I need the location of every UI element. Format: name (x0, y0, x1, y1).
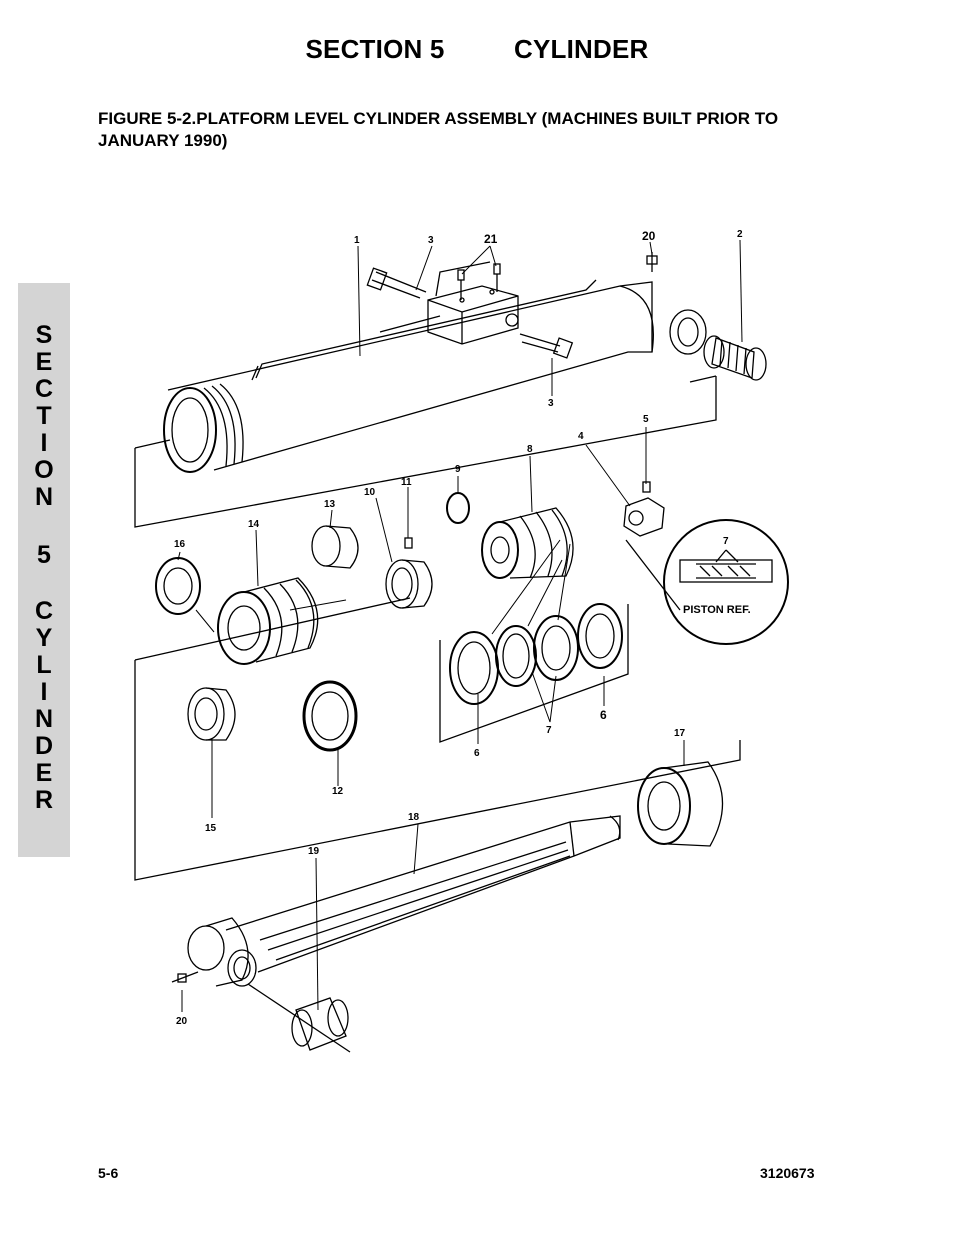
side-tab-letter: E (35, 348, 53, 376)
side-tab-letter: E (35, 759, 53, 787)
side-tab-letter: N (34, 705, 54, 733)
side-tab-letter: R (34, 786, 54, 814)
wear-ring-13 (311, 525, 359, 569)
fitting-3-lower (519, 333, 574, 359)
section-header: SECTION 5 CYLINDER (0, 34, 954, 65)
callout-3-upper: 3 (428, 235, 434, 246)
section-name: CYLINDER (514, 34, 649, 64)
inset-label: PISTON REF. (683, 604, 751, 616)
seal-12 (302, 680, 358, 752)
leader-lines (177, 239, 743, 1012)
callout-13: 13 (324, 499, 336, 510)
callout-6-right: 6 (600, 708, 607, 722)
nut-4 (623, 497, 665, 537)
section-number: SECTION 5 (305, 34, 445, 64)
cylinder-head-14 (217, 577, 319, 665)
o-ring-9 (446, 492, 470, 524)
side-tab-letter: L (36, 651, 52, 679)
piston-rod-18 (225, 815, 621, 973)
side-tab-letter: Y (35, 624, 53, 652)
figure-title: FIGURE 5-2.PLATFORM LEVEL CYLINDER ASSEM… (98, 109, 779, 150)
page-number: 5-6 (98, 1165, 119, 1181)
cylinder-barrel (163, 279, 707, 473)
group-bracket-middle (134, 660, 741, 881)
screws-21 (457, 263, 501, 300)
callout-11: 11 (401, 477, 412, 488)
side-tab-letter: C (34, 375, 54, 403)
side-tab-letter: D (34, 732, 54, 760)
callout-4: 4 (578, 431, 584, 442)
group-bracket-upper (134, 376, 717, 528)
callout-14: 14 (248, 519, 260, 530)
section-side-tab: S E C T I O N 5 C Y L I N D E R (18, 283, 70, 857)
callout-19: 19 (308, 846, 320, 857)
callout-1: 1 (354, 235, 360, 246)
callout-8: 8 (527, 444, 533, 455)
side-tab-letter: I (40, 678, 48, 706)
side-tab-letter: S (35, 321, 53, 349)
callout-2: 2 (737, 229, 743, 240)
seals-bracket-box (439, 604, 629, 743)
bushing-19 (291, 997, 349, 1051)
piston-8 (481, 507, 574, 579)
set-screw-11 (404, 537, 413, 549)
callout-20-bottom: 20 (176, 1016, 188, 1027)
callout-6-left: 6 (474, 748, 480, 759)
callout-12: 12 (332, 786, 344, 797)
document-number: 3120673 (760, 1165, 815, 1181)
wiper-16 (155, 557, 201, 615)
side-tab-letter: T (36, 402, 52, 430)
bushing-15 (187, 687, 236, 741)
callout-20-top: 20 (642, 229, 656, 243)
callout-5: 5 (643, 414, 649, 425)
side-tab-letter: O (34, 456, 54, 484)
callout-18: 18 (408, 812, 420, 823)
spacer-10 (385, 559, 433, 609)
callout-9: 9 (455, 464, 461, 475)
valve-block (379, 261, 519, 345)
side-tab-letter: N (34, 483, 54, 511)
bushing-2 (703, 335, 767, 381)
piston-seals-group (449, 603, 623, 705)
callout-numbers: 1 3 21 20 2 3 4 5 8 9 11 10 13 14 16 15 … (174, 229, 743, 1027)
grease-fitting-20-top (646, 252, 658, 272)
grease-fitting-20-bottom (171, 971, 199, 983)
callout-16: 16 (174, 539, 186, 550)
wear-ring-17 (637, 761, 724, 847)
callout-10: 10 (364, 487, 376, 498)
callout-7-lower: 7 (546, 725, 552, 736)
callout-3-lower: 3 (548, 398, 554, 409)
callout-17: 17 (674, 728, 686, 739)
side-tab-letter: 5 (37, 541, 51, 569)
rod-eye (187, 917, 257, 987)
callout-7-inset: 7 (723, 536, 729, 547)
callout-21: 21 (484, 232, 498, 246)
fitting-3-upper (366, 267, 427, 299)
side-tab-letter: C (34, 597, 54, 625)
side-tab-letter: I (40, 429, 48, 457)
piston-ref-inset (663, 519, 789, 645)
callout-15: 15 (205, 823, 217, 834)
